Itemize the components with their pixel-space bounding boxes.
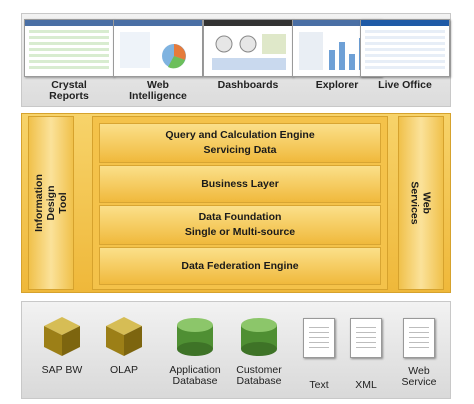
layer-title: Data Foundation <box>198 211 282 223</box>
cube-icon <box>106 317 142 356</box>
tool-web-intelligence: Web Intelligence <box>113 19 203 102</box>
web-services-box: Web Services <box>398 116 444 290</box>
tool-label: Web Intelligence <box>129 79 187 102</box>
tool-label: Live Office <box>378 79 432 91</box>
document-icon <box>303 318 335 358</box>
crystal-reports-screenshot-icon <box>24 19 114 77</box>
data-federation-engine-layer: Data Federation Engine <box>99 247 381 285</box>
source-xml: XML <box>331 318 401 391</box>
layer-title: Query and Calculation Engine <box>165 129 315 141</box>
layer-title: Business Layer <box>201 177 279 190</box>
dashboards-screenshot-icon <box>203 19 293 77</box>
source-sap-bw: SAP BW <box>27 314 97 376</box>
data-sources-panel: SAP BW OLAP Application Database Custome… <box>21 301 451 399</box>
source-label: XML <box>355 379 377 391</box>
document-icon <box>350 318 382 358</box>
engine-stack: Query and Calculation Engine Servicing D… <box>92 116 388 290</box>
information-design-tool-box: Information Design Tool <box>28 116 74 290</box>
tool-live-office: Live Office <box>360 19 450 91</box>
database-icon <box>177 318 213 356</box>
source-label: Text <box>309 379 329 391</box>
tool-dashboards: Dashboards <box>203 19 293 91</box>
web-intelligence-screenshot-icon <box>113 19 203 77</box>
source-label: OLAP <box>109 364 138 376</box>
layer-subtitle: Servicing Data <box>203 144 277 156</box>
source-olap: OLAP <box>89 314 159 376</box>
source-label: Web Service <box>401 365 437 388</box>
tool-label: Explorer <box>315 79 359 91</box>
source-text: Text <box>284 318 354 391</box>
database-icon <box>241 318 277 356</box>
source-label: SAP BW <box>41 364 83 376</box>
layer-title: Data Federation Engine <box>181 259 299 272</box>
layer-subtitle: Single or Multi-source <box>184 226 296 238</box>
query-calculation-engine-layer: Query and Calculation Engine Servicing D… <box>99 123 381 163</box>
business-layer: Business Layer <box>99 165 381 203</box>
source-label: Application Database <box>169 364 221 387</box>
cube-icon <box>44 317 80 356</box>
tool-label: Dashboards <box>217 79 279 91</box>
source-customer-database: Customer Database <box>224 316 294 387</box>
data-foundation-layer: Data Foundation Single or Multi-source <box>99 205 381 245</box>
web-services-label: Web Services <box>409 181 433 225</box>
information-design-tool-label: Information Design Tool <box>33 174 69 232</box>
live-office-screenshot-icon <box>360 19 450 77</box>
source-web-service: Web Service <box>384 318 454 388</box>
tool-crystal-reports: Crystal Reports <box>24 19 114 102</box>
document-icon <box>403 318 435 358</box>
source-label: Customer Database <box>236 364 282 387</box>
reporting-tools-panel: Crystal Reports Web Intelligence Dashboa… <box>21 13 451 107</box>
source-application-database: Application Database <box>160 316 230 387</box>
tool-label: Crystal Reports <box>49 79 89 102</box>
